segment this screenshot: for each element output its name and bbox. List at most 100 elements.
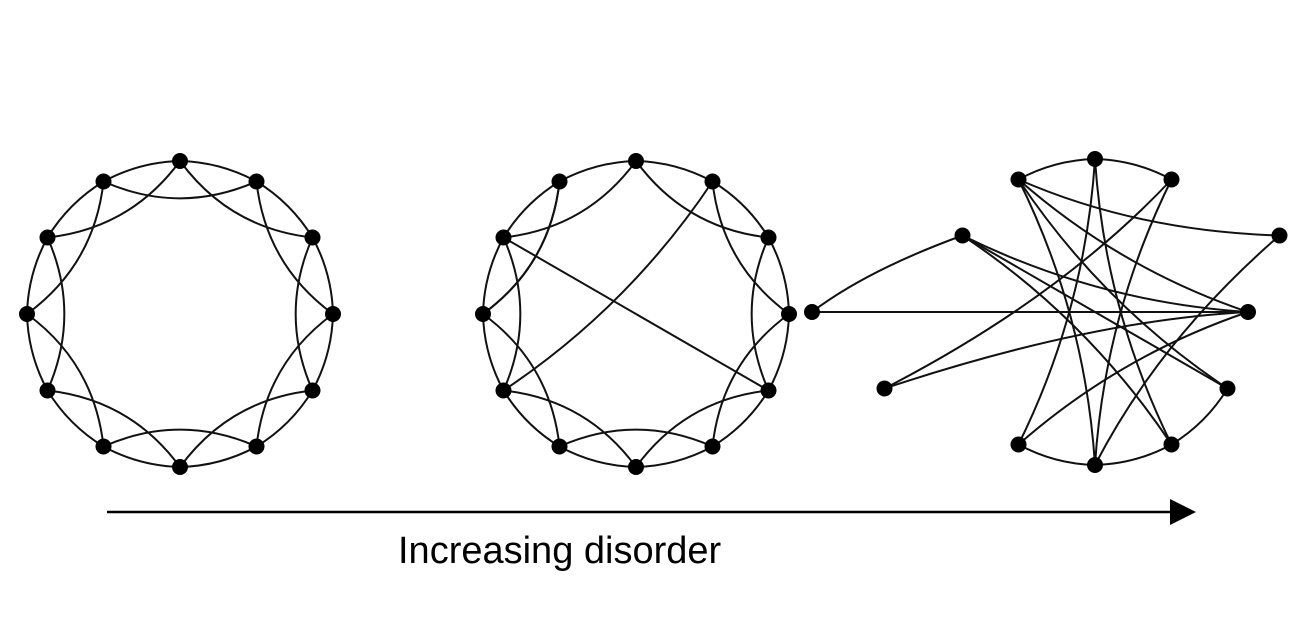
network-node [1163,436,1180,453]
network-node [628,459,644,475]
network-edge [503,389,637,468]
network-node [39,382,56,399]
network-edge [179,160,257,183]
network-node [1240,304,1256,320]
network-edge [311,237,334,315]
network-node [628,153,644,169]
network-edge [1017,311,1249,446]
network-edge [26,181,105,315]
network-edge [1094,158,1172,181]
network-edge [884,311,1249,390]
network-edge [559,445,637,468]
network-node [954,227,971,244]
network-node [95,438,112,455]
network-edge [750,237,770,391]
network-edge [26,313,105,447]
disorder-arrowhead [1170,499,1196,525]
network-regular-ring-lattice [19,153,341,475]
network-edge [255,313,334,447]
network-edge [961,234,1173,446]
network-node [248,438,265,455]
network-node [704,438,721,455]
network-node [781,306,797,322]
network-edge [635,389,769,468]
network-edge [179,160,313,239]
network-edge [767,237,790,315]
network-edge [711,181,790,315]
network-edge [962,234,1249,313]
network-edge [46,237,66,391]
network-node [1163,171,1180,188]
network-edge [635,160,713,183]
network-node [248,173,265,190]
network-small-world [475,153,797,475]
network-edge [255,180,314,239]
network-edge [502,389,561,448]
network-node [704,173,721,190]
network-node [1087,457,1103,473]
network-edge [26,237,49,315]
network-node [495,382,512,399]
network-node [304,382,321,399]
network-node [172,459,188,475]
network-edge [1094,179,1173,466]
network-edge [1170,387,1229,446]
network-edge [1018,178,1280,237]
network-edge [559,428,713,448]
network-edge [1017,179,1096,466]
network-edge [311,313,334,391]
network-edge [767,313,790,391]
network-edge [1094,158,1173,445]
network-node [551,173,568,190]
network-node [39,229,56,246]
network-edge [103,445,181,468]
network-edge [1017,178,1249,313]
network-edge [103,160,181,183]
network-edge [26,313,49,391]
network-edge [502,236,770,392]
network-node [1010,171,1027,188]
network-edge [47,160,181,239]
network-edge [179,445,257,468]
network-edge [502,180,561,239]
network-node [19,306,35,322]
network-node [804,304,820,320]
network-edge [482,313,561,447]
network-node [1087,151,1103,167]
network-edge [46,180,105,239]
network-edge [1018,443,1096,466]
network-random [804,151,1288,473]
network-edge [502,180,714,392]
network-node [304,229,321,246]
network-edge [294,237,314,391]
network-edge [1017,178,1229,390]
network-node [95,173,112,190]
network-edge [103,428,257,448]
network-edge [502,237,522,391]
network-node [760,382,777,399]
network-node [325,306,341,322]
network-edge [103,180,257,200]
network-edge [711,389,770,448]
network-edge [1094,443,1172,466]
network-edge [1018,158,1096,181]
network-edge [482,237,505,315]
network-node [1010,436,1027,453]
network-edge [711,180,770,239]
network-node [1219,380,1236,397]
network-node [172,153,188,169]
network-edge [503,160,637,239]
disorder-arrow [107,499,1196,525]
network-edge [559,160,637,183]
network-edge [255,389,314,448]
network-edge [811,234,963,313]
network-node [475,306,491,322]
caption-increasing-disorder: Increasing disorder [398,530,722,572]
network-node [495,229,512,246]
network-edge [884,178,1173,390]
network-edge [255,181,334,315]
network-edge [635,160,769,239]
network-edge [46,389,105,448]
network-edge [1094,234,1281,466]
